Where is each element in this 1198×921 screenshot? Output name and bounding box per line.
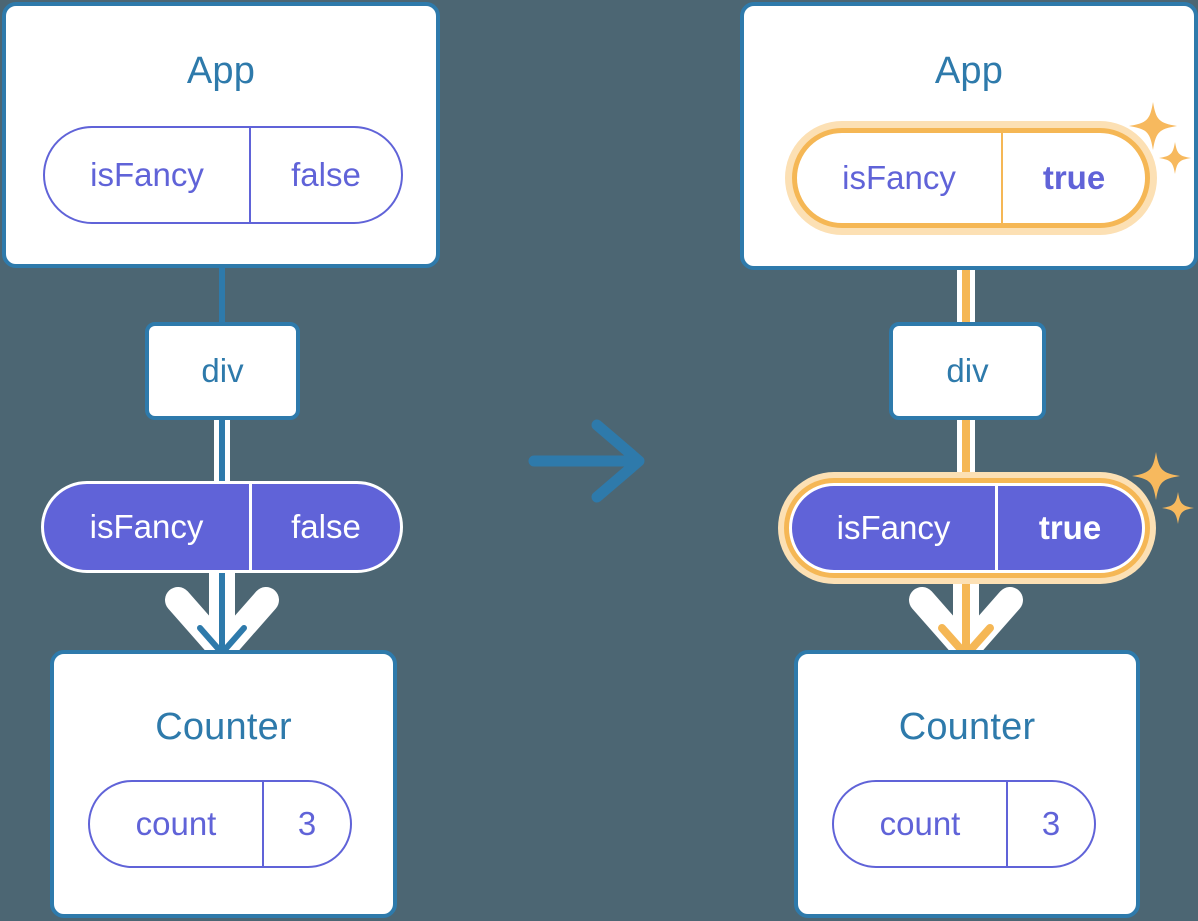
counter-card-left: Counter [50, 650, 397, 918]
prop-pill-left: isFancy false [41, 481, 403, 573]
prop-pill-key-right: isFancy [836, 509, 951, 546]
div-node-label-left: div [201, 352, 244, 389]
counter-state-pill-left: count 3 [88, 780, 352, 868]
app-state-pill-value-right: true [1001, 133, 1145, 223]
app-card-title-right: App [934, 50, 1004, 92]
sparkle-icon [1162, 492, 1194, 524]
counter-card-title-right: Counter [898, 706, 1036, 748]
div-node-left: div [145, 322, 300, 420]
div-node-right: div [889, 322, 1046, 420]
counter-card-title-left: Counter [155, 706, 292, 748]
counter-state-pill-key-right: count [879, 805, 961, 842]
prop-pill-right: isFancy true [789, 483, 1145, 573]
arrow-right-icon [528, 419, 645, 503]
app-state-pill-value-left: false [249, 128, 401, 222]
counter-state-pill-key-left: count [135, 805, 217, 842]
app-state-pill-key-right: isFancy [842, 159, 956, 196]
prop-pill-key-left: isFancy [89, 508, 204, 545]
counter-state-pill-right: count 3 [832, 780, 1096, 868]
prop-pill-value-right: true [995, 486, 1142, 570]
sparkle-icon [1132, 452, 1180, 500]
prop-pill-value-left: false [249, 484, 400, 570]
diagram-after: App isFancy true div isFancy true Counte [700, 0, 1198, 921]
div-node-label-right: div [946, 352, 989, 389]
diagram-before: App isFancy false div isFancy false Coun… [0, 0, 500, 921]
app-state-pill-left: isFancy false [43, 126, 403, 224]
app-card-title-left: App [186, 50, 256, 92]
counter-state-pill-value-right: 3 [1006, 782, 1094, 866]
counter-state-pill-value-left: 3 [262, 782, 350, 866]
app-state-pill-right: isFancy true [792, 128, 1150, 228]
app-state-pill-key-left: isFancy [90, 156, 204, 193]
